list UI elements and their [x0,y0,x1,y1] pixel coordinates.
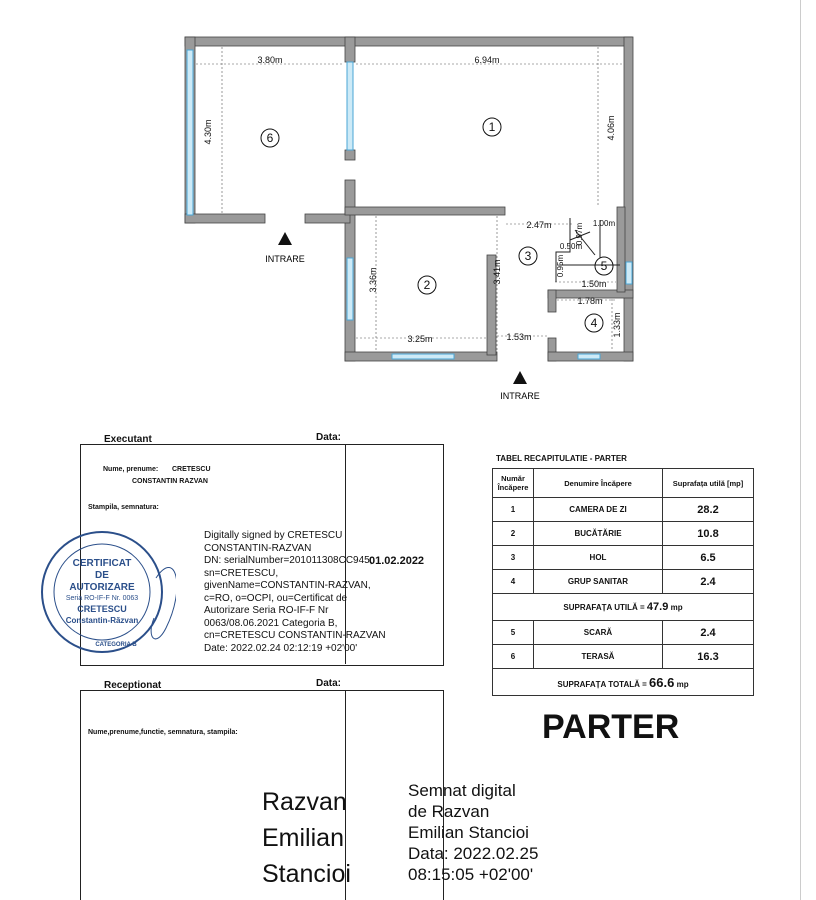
level-title: PARTER [542,708,680,746]
receptionat-title: Receptionat [104,680,162,691]
room-number: 1 [489,120,496,134]
name-value: CRETESCU [172,466,211,473]
entrance-label: INTRARE [500,391,540,401]
stairs [555,218,620,282]
svg-text:Constantin-Răzvan: Constantin-Răzvan [66,616,139,625]
executant-title: Executant [104,434,152,445]
table-title: TABEL RECAPITULATIE - PARTER [496,454,627,463]
room-number: 3 [525,249,532,263]
walls [184,36,634,362]
dim-label: 6.94m [474,55,499,65]
dim-label: 1.50m [581,279,606,289]
dimension-lines [196,47,623,351]
dim-label: 3.25m [407,334,432,344]
dim-label: 0.95m [556,255,565,278]
total-row: SUPRAFAȚA TOTALĂ = 66.6 mp [492,668,754,696]
executant-box [80,444,444,666]
windows [186,49,633,360]
svg-text:CERTIFICAT: CERTIFICAT [73,558,132,569]
subtotal-row: SUPRAFAȚA UTILĂ = 47.9 mp [492,593,754,621]
name-label: Nume, prenume: [103,466,159,473]
svg-text:DE: DE [95,570,109,581]
dim-label: 1.00m [593,219,616,228]
svg-text:CATEGORIA B: CATEGORIA B [95,642,137,648]
name-value: CONSTANTIN RAZVAN [132,478,208,485]
room-number: 5 [601,259,608,273]
executant-date: 01.02.2022 [369,555,425,567]
dim-label: 1.33m [612,312,622,337]
dim-label: 1.78m [577,296,602,306]
svg-text:Seria RO-IF-F Nr. 0063: Seria RO-IF-F Nr. 0063 [66,595,138,602]
executant-date-label: Data: [316,432,342,443]
receptionat-date-label: Data: [316,678,342,689]
room-number: 4 [591,316,598,330]
dim-label: 0.50m [560,242,583,251]
room-number: 6 [267,131,274,145]
entrance-arrow-icon [513,371,527,384]
dim-label: 4.30m [203,119,213,144]
dim-label: 3.36m [368,267,378,292]
dim-label: 3.80m [257,55,282,65]
stamp-label: Stampila, semnatura: [88,504,159,511]
dim-label: 4.06m [606,115,616,140]
dim-label: 1.53m [506,332,531,342]
receptionat-fields-label: Nume,prenume,functie, semnatura, stampil… [88,729,238,736]
dim-label: 3.41m [492,259,502,284]
receptionat-box [80,690,444,900]
svg-text:CRETESCU: CRETESCU [77,604,127,614]
dim-label: 0.97m [575,223,584,246]
entrance-label: INTRARE [265,254,305,264]
dim-label: 2.47m [526,220,551,230]
entrance-arrow-icon [278,232,292,245]
floor-plan: 3.80m 6.94m 4.30m 4.06m 2.47m 3.36m 3.41… [184,36,634,401]
svg-text:AUTORIZARE: AUTORIZARE [69,582,135,593]
authorization-stamp: CERTIFICAT DE AUTORIZARE Seria RO-IF-F N… [41,531,176,653]
room-number: 2 [424,278,431,292]
